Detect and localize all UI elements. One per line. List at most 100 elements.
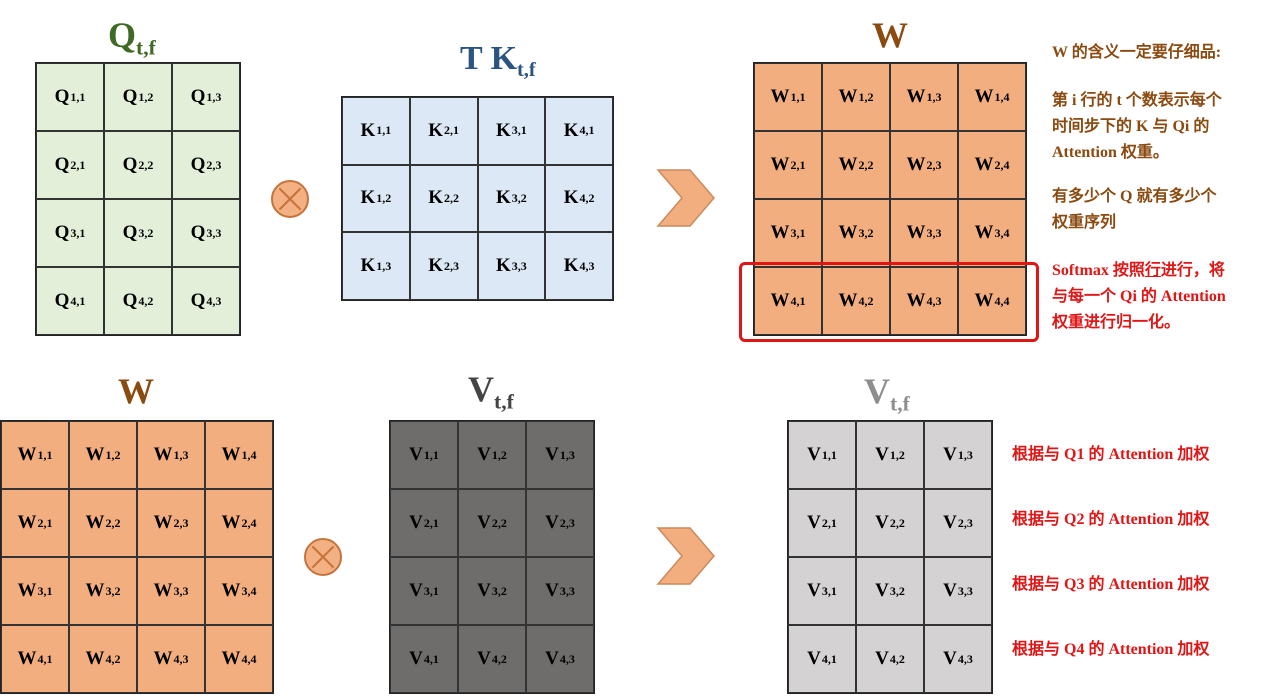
w-meaning-line: 第 i 行的 t 个数表示每个 bbox=[1052, 92, 1222, 109]
cell-letter: W bbox=[17, 512, 37, 533]
cell-subscript: 4,1 bbox=[821, 651, 837, 666]
cell-letter: K bbox=[563, 119, 579, 141]
cell-letter: V bbox=[807, 648, 821, 669]
cell-subscript: 1,2 bbox=[858, 89, 874, 104]
cell-subscript: 3,2 bbox=[491, 583, 507, 598]
cell-letter: V bbox=[875, 648, 889, 669]
cell-letter: V bbox=[545, 512, 559, 533]
w-matrix-title: W bbox=[872, 14, 908, 56]
cell-letter: Q bbox=[190, 290, 206, 311]
cell-subscript: 2,2 bbox=[138, 157, 154, 172]
cell-letter: V bbox=[409, 580, 423, 601]
cell-subscript: 1,3 bbox=[559, 447, 575, 462]
cell-letter: W bbox=[85, 580, 105, 601]
cell-subscript: 2,1 bbox=[790, 157, 806, 172]
weighting-note-3: 根据与 Q3 的 Attention 加权 bbox=[1012, 576, 1210, 593]
cell-subscript: 2,1 bbox=[821, 515, 837, 530]
cell-letter: Q bbox=[122, 222, 138, 243]
cell-subscript: 1,2 bbox=[105, 447, 121, 462]
cell-subscript: 3,1 bbox=[37, 583, 53, 598]
w-meaning-line: 时间步下的 K 与 Qi 的 bbox=[1052, 118, 1210, 135]
cell-letter: W bbox=[770, 154, 790, 175]
softmax-text: 进行，将 bbox=[1160, 262, 1225, 279]
cell-letter: V bbox=[875, 512, 889, 533]
cell-subscript: 3,3 bbox=[511, 258, 527, 273]
cell-subscript: 4,1 bbox=[423, 651, 439, 666]
cell-letter: W bbox=[17, 444, 37, 465]
cell-subscript: 4,1 bbox=[579, 123, 595, 138]
cell-letter: W bbox=[906, 222, 926, 243]
cell-subscript: 1,3 bbox=[206, 89, 222, 104]
cell-subscript: 3,1 bbox=[70, 225, 86, 240]
cell-letter: K bbox=[563, 255, 579, 277]
cell-letter: Q bbox=[54, 154, 70, 175]
cell-letter: V bbox=[545, 444, 559, 465]
w2-matrix-title: W bbox=[118, 370, 154, 412]
cell-letter: W bbox=[153, 444, 173, 465]
v-matrix-title: Vt,f bbox=[468, 368, 514, 415]
cell-letter: V bbox=[943, 444, 957, 465]
cell-letter: V bbox=[545, 648, 559, 669]
cell-subscript: 2,3 bbox=[173, 515, 189, 530]
cell-subscript: 2,1 bbox=[70, 157, 86, 172]
cell-letter: V bbox=[477, 580, 491, 601]
weighting-note-4: 根据与 Q4 的 Attention 加权 bbox=[1012, 641, 1210, 658]
cell-letter: Q bbox=[122, 154, 138, 175]
cell-subscript: 4,2 bbox=[858, 293, 874, 308]
cell-letter: Q bbox=[54, 86, 70, 107]
cell-subscript: 2,2 bbox=[889, 515, 905, 530]
cell-letter: W bbox=[906, 86, 926, 107]
circled-times-icon bbox=[304, 538, 342, 576]
q-matrix-title: Qt,f bbox=[108, 14, 156, 61]
cell-subscript: 2,4 bbox=[241, 515, 257, 530]
cell-subscript: 4,3 bbox=[173, 651, 189, 666]
v-title-subscript: t,f bbox=[494, 389, 514, 414]
cell-subscript: 4,3 bbox=[957, 651, 973, 666]
cell-subscript: 4,3 bbox=[559, 651, 575, 666]
cell-letter: K bbox=[360, 187, 376, 209]
cell-letter: W bbox=[906, 290, 926, 311]
cell-subscript: 2,1 bbox=[37, 515, 53, 530]
cell-letter: W bbox=[838, 86, 858, 107]
cell-letter: K bbox=[495, 119, 511, 141]
cell-subscript: 3,3 bbox=[559, 583, 575, 598]
cell-subscript: 2,4 bbox=[994, 157, 1010, 172]
cell-subscript: 3,3 bbox=[206, 225, 222, 240]
cell-letter: Q bbox=[122, 290, 138, 311]
cell-subscript: 3,4 bbox=[241, 583, 257, 598]
cell-subscript: 2,1 bbox=[444, 123, 460, 138]
cell-letter: K bbox=[428, 255, 444, 277]
cell-subscript: 2,2 bbox=[491, 515, 507, 530]
cell-letter: K bbox=[360, 119, 376, 141]
cell-letter: V bbox=[807, 580, 821, 601]
cell-letter: W bbox=[838, 222, 858, 243]
cell-subscript: 3,1 bbox=[511, 123, 527, 138]
